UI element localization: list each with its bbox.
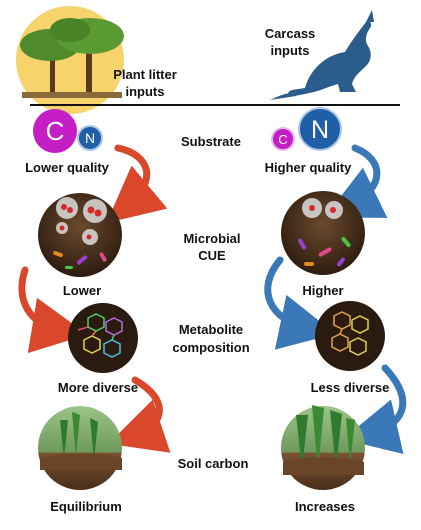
- carcass-label-line1: Carcass: [265, 26, 316, 41]
- left-metabolite-label: More diverse: [58, 380, 138, 395]
- right-metabolite-label: Less diverse: [311, 380, 390, 395]
- center-metabolite-line1: Metabolite: [179, 322, 243, 337]
- left-soil-carbon-label: Equilibrium: [50, 499, 122, 514]
- nitrogen-badge-large: [298, 107, 342, 151]
- right-cue-label: Higher: [302, 283, 343, 298]
- plant-label-line2: inputs: [126, 84, 165, 99]
- left-arrow-3: [108, 376, 171, 453]
- center-cue-line1: Microbial: [183, 231, 240, 246]
- kangaroo-icon: [270, 10, 374, 100]
- left-cue-label: Lower: [63, 283, 101, 298]
- nitrogen-badge-small-label: N: [85, 130, 95, 146]
- right-arrow-3: [342, 364, 407, 455]
- center-cue-line2: CUE: [198, 248, 226, 263]
- right-soil-carbon-label: Increases: [295, 499, 355, 514]
- carbon-badge-small-label: C: [278, 132, 287, 147]
- right-substrate-badges: C N: [271, 107, 342, 151]
- left-metabolite-icon: [68, 303, 138, 373]
- nitrogen-badge-small: [77, 125, 103, 151]
- right-substrate-label: Higher quality: [265, 160, 352, 175]
- right-metabolite-icon: [315, 301, 385, 371]
- center-metabolite-line2: composition: [172, 340, 249, 355]
- plant-litter-icon-group: [16, 6, 124, 114]
- carbon-badge-large: [33, 109, 77, 153]
- left-substrate-badges: C N: [33, 109, 103, 153]
- center-substrate-label: Substrate: [181, 134, 241, 149]
- tree-icon: [20, 18, 124, 98]
- left-arrow-2: [18, 266, 88, 353]
- left-soil-grass-icon: [38, 406, 122, 490]
- carbon-badge-large-label: C: [46, 116, 65, 146]
- nitrogen-badge-large-label: N: [311, 116, 329, 144]
- center-soil-carbon-label: Soil carbon: [178, 456, 249, 471]
- right-soil-grass-icon: [281, 405, 365, 490]
- right-soil-microbe-icon: [281, 191, 365, 275]
- left-soil-microbe-icon: [38, 193, 122, 277]
- plant-label-line1: Plant litter: [113, 67, 177, 82]
- carcass-label-line2: inputs: [271, 43, 310, 58]
- carbon-badge-small: [271, 127, 295, 151]
- right-arrow-2: [264, 256, 336, 350]
- right-arrow-1: [324, 144, 388, 218]
- left-arrow-1: [106, 144, 168, 223]
- left-substrate-label: Lower quality: [25, 160, 110, 175]
